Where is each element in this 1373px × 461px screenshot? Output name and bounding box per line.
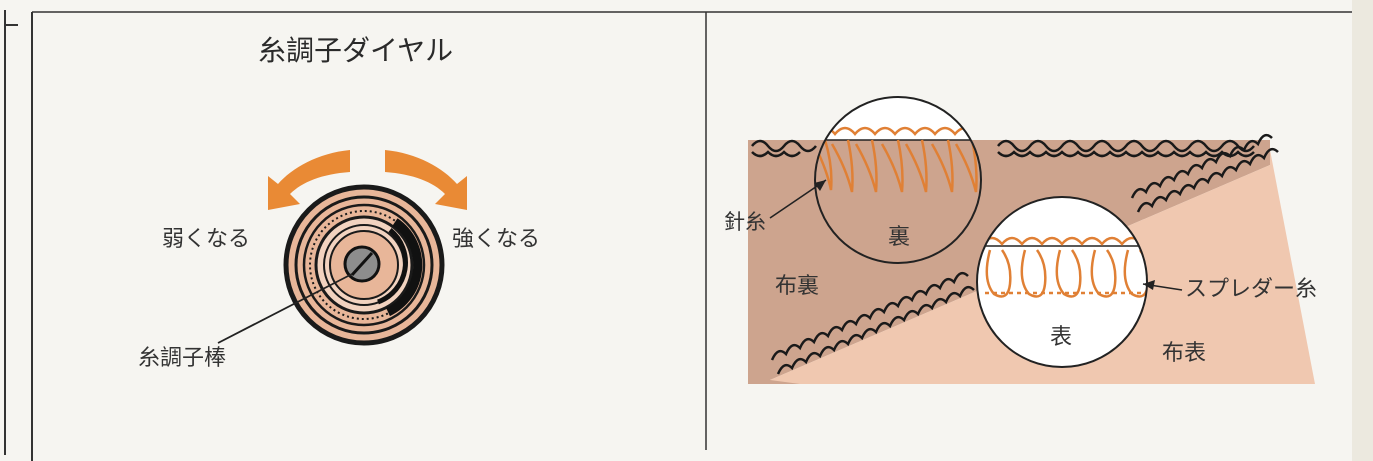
- dial-title: 糸調子ダイヤル: [258, 34, 454, 67]
- spreader-thread-label: スプレダー糸: [1185, 277, 1318, 302]
- tension-dial: [217, 150, 467, 346]
- decrease-arrow-icon: [268, 150, 350, 210]
- weaker-label: 弱くなる: [162, 227, 251, 252]
- zoom-circle-back: [814, 96, 982, 264]
- page-frame: [4, 0, 1373, 461]
- rod-pointer-line: [217, 273, 353, 344]
- stitch-diagram: [748, 96, 1315, 384]
- fabric-front-label: 布表: [1162, 341, 1207, 366]
- increase-arrow-icon: [385, 150, 467, 210]
- stronger-label: 強くなる: [452, 227, 541, 252]
- fabric-back-label: 布裏: [775, 274, 820, 299]
- back-side-label: 裏: [888, 225, 911, 250]
- tension-rod-label: 糸調子棒: [138, 346, 227, 371]
- zoom-circle-front: [976, 196, 1148, 368]
- overlock-edge-stitch: [751, 139, 1255, 158]
- diagonal-edge-stitch-upper: [1130, 133, 1279, 213]
- front-side-label: 表: [1050, 325, 1073, 350]
- needle-thread-label: 針糸: [724, 210, 766, 234]
- diagonal-edge-stitch-lower: [770, 271, 975, 375]
